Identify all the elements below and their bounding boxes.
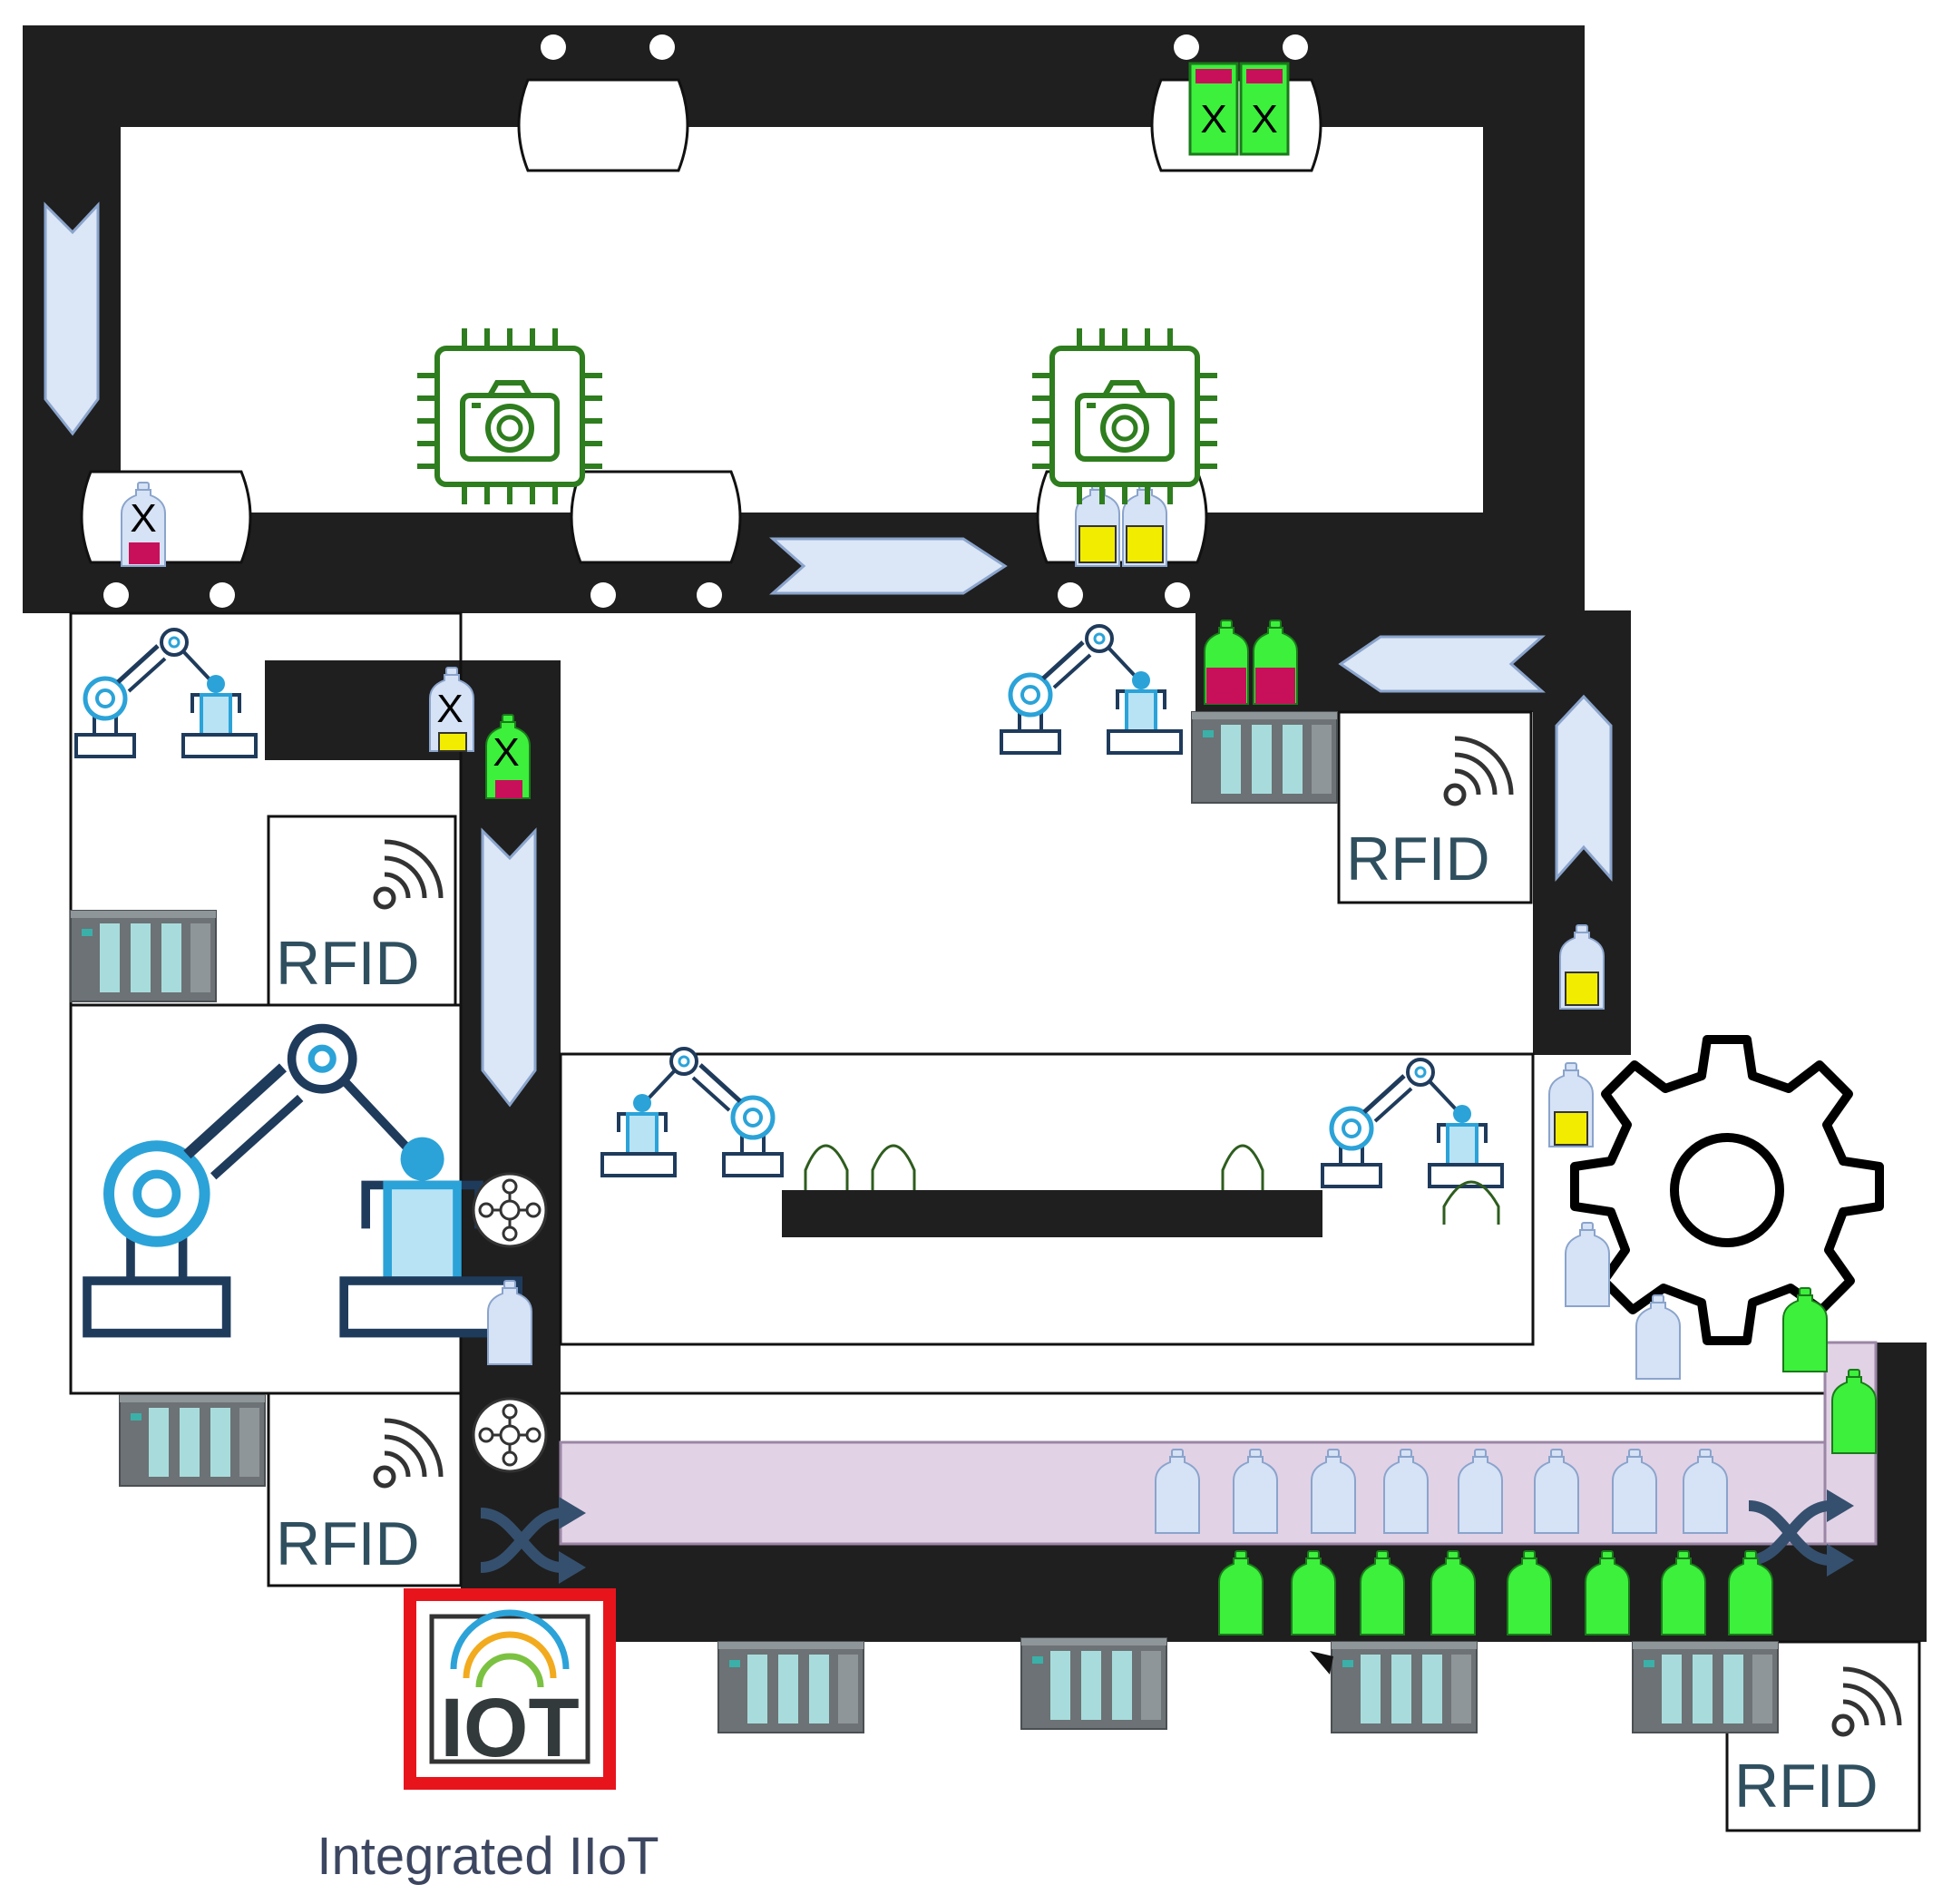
iot-icon: IOT — [404, 1588, 616, 1790]
x-mark: X — [436, 687, 463, 731]
yellow-label-bottle — [1559, 924, 1605, 1010]
rfid-reader-icon: RFID — [267, 1391, 463, 1587]
plc-module-icon — [70, 910, 217, 1002]
carrier-bottom-3 — [1036, 470, 1208, 608]
x-mark: X — [493, 730, 519, 775]
bottle-buffer — [559, 1440, 1878, 1546]
svg-text:RFID: RFID — [276, 1509, 420, 1578]
plc-module-icon — [1020, 1637, 1167, 1730]
robot-arm-icon — [1001, 626, 1181, 753]
conveyor-arrow-icon — [44, 201, 1613, 1108]
rfid-reader-icon: RFID — [1337, 710, 1533, 904]
carrier-top-2 — [1150, 34, 1322, 172]
yellow-label-bottle — [1548, 1062, 1594, 1147]
gear-icon — [1570, 1035, 1884, 1345]
robot-arm-icon — [87, 1029, 518, 1333]
svg-text:RFID: RFID — [1346, 825, 1490, 893]
svg-text:RFID: RFID — [1734, 1752, 1879, 1821]
plc-module-icon — [717, 1641, 864, 1733]
rejected-bottle-pair: X X — [1188, 62, 1290, 156]
sorter-wheel-icon — [472, 1172, 548, 1248]
carrier-bottom-1 — [80, 470, 252, 608]
bottle-icon — [1565, 1222, 1610, 1307]
plc-module-icon — [1331, 1641, 1478, 1733]
sorter-wheel-icon — [472, 1397, 548, 1473]
x-mark: X — [1200, 97, 1226, 142]
camera-chip-icon — [417, 328, 602, 504]
camera-chip-icon — [1032, 328, 1217, 504]
x-mark: X — [130, 496, 156, 541]
robot-arm-icon — [76, 630, 256, 757]
svg-text:RFID: RFID — [276, 929, 420, 998]
plc-module-icon — [119, 1394, 266, 1487]
iot-caption: Integrated IIoT — [317, 1827, 659, 1886]
rejected-bottle-carrier: X — [121, 482, 166, 567]
carrier-bottom-2 — [570, 470, 742, 608]
robot-arm-icon — [602, 1049, 782, 1176]
filling-nozzles — [804, 1144, 1500, 1225]
x-mark: X — [1251, 97, 1277, 142]
rejected-green-bottle: X — [485, 714, 531, 799]
labelled-green-bottles — [1204, 620, 1298, 705]
station-outlines — [69, 611, 1850, 1395]
plc-module-icon — [1191, 711, 1338, 804]
pointer-mark — [1310, 1651, 1333, 1675]
svg-text:IOT: IOT — [440, 1682, 579, 1774]
plc-module-icon — [1632, 1641, 1779, 1733]
robot-arm-icon — [1322, 1059, 1502, 1186]
rfid-reader-icon: RFID — [267, 815, 457, 1007]
rejected-bottle-stub: X — [429, 667, 474, 752]
yellow-label-bottle-pair — [1075, 482, 1167, 567]
carrier-top-1 — [517, 34, 689, 172]
